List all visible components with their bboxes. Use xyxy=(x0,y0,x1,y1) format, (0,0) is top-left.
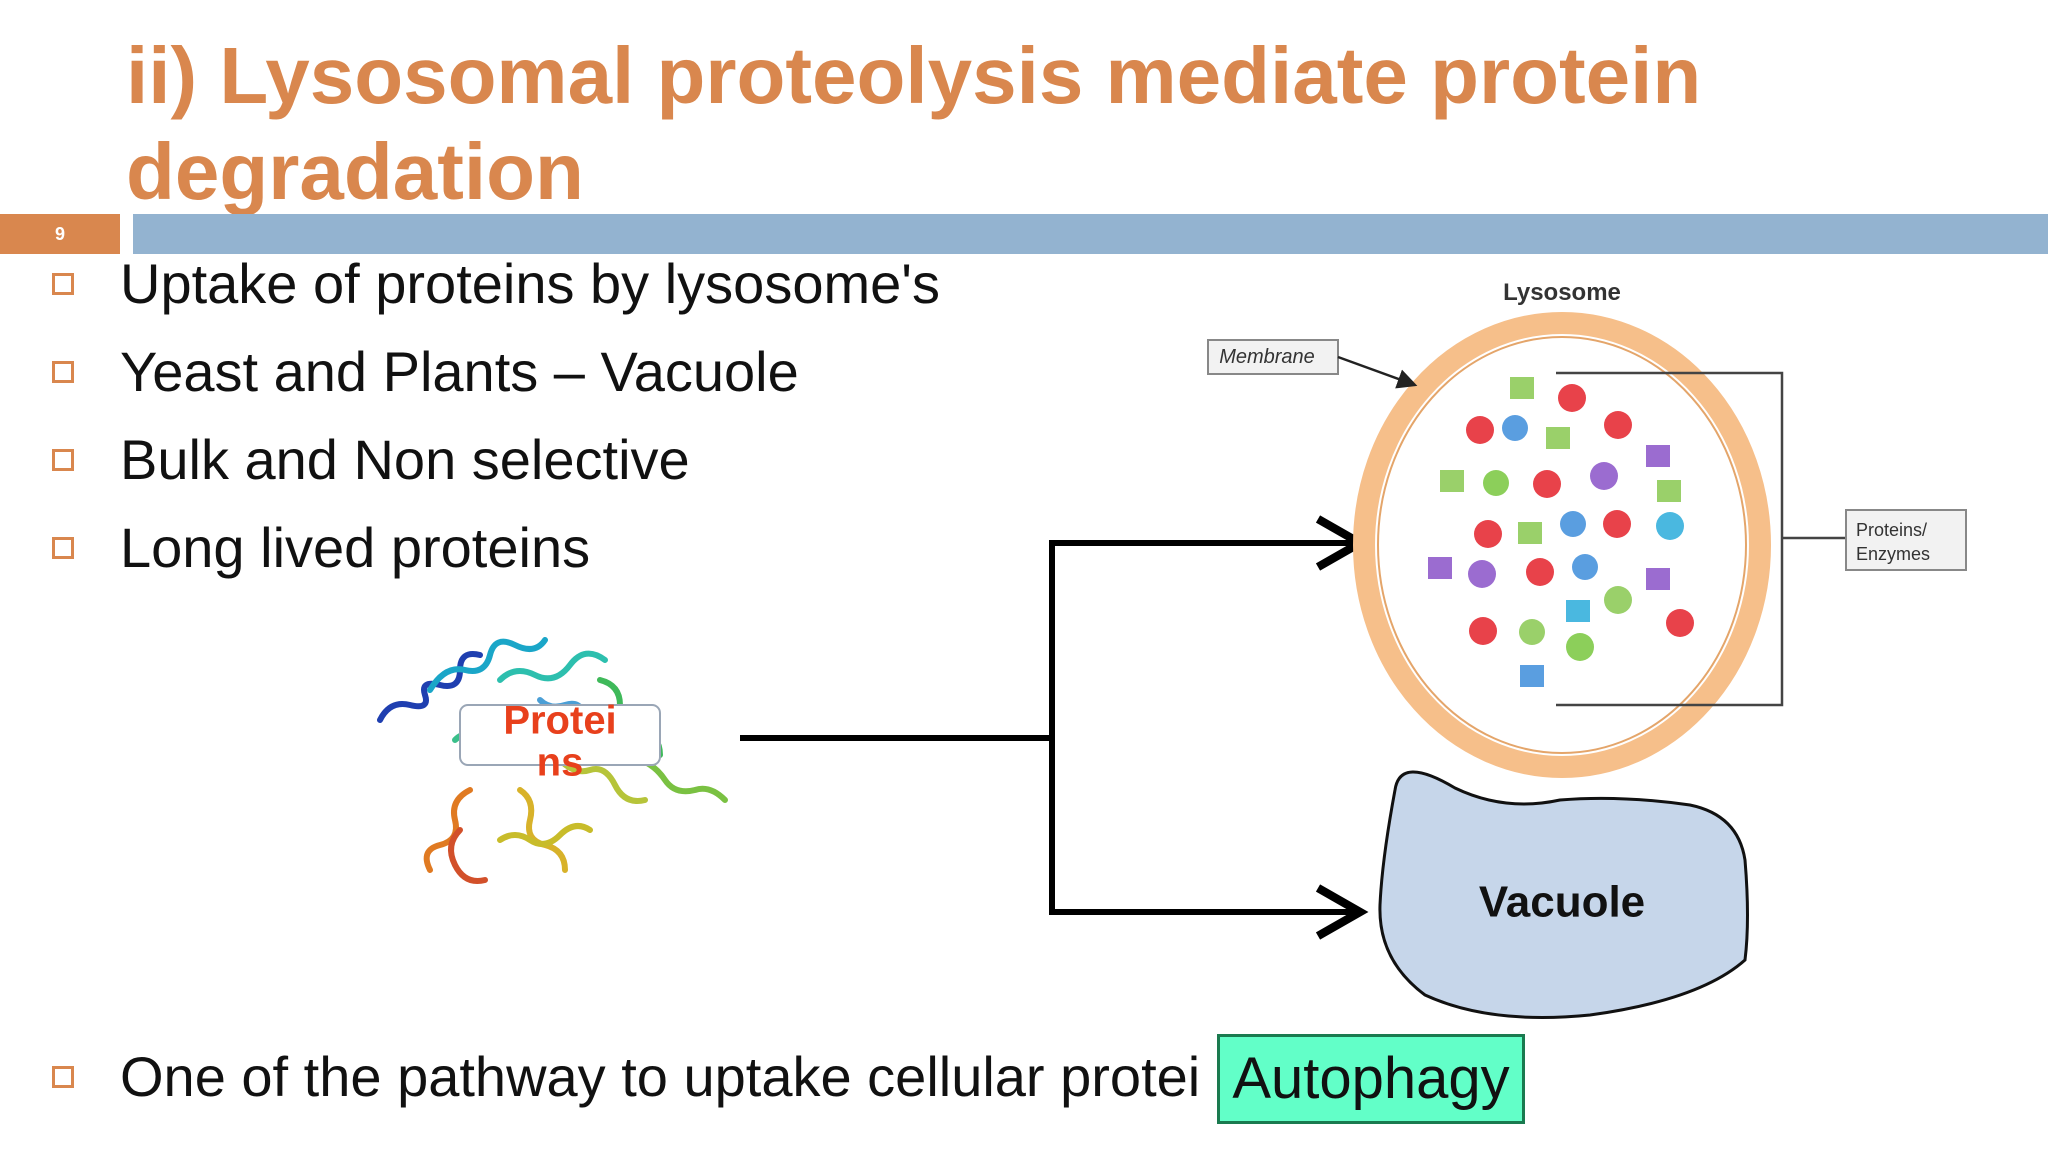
protein-label-line2: ns xyxy=(537,741,584,785)
vacuole-label: Vacuole xyxy=(1479,878,1645,927)
bullet-text: Yeast and Plants – Vacuole xyxy=(120,340,799,403)
title-rule xyxy=(133,214,2048,254)
enzymes-label-box xyxy=(1845,509,1967,571)
lysosome-diagram: Lysosome Membrane Proteins/ Enzymes xyxy=(1207,279,1967,778)
slide-title: ii) Lysosomal proteolysis mediate protei… xyxy=(126,31,1702,216)
membrane-label: Membrane xyxy=(1219,346,1315,368)
membrane-label-box xyxy=(1207,339,1339,375)
checkbox-bullet-icon xyxy=(52,537,74,559)
enzymes-label-line2: Enzymes xyxy=(1856,544,1930,564)
checkbox-bullet-icon xyxy=(52,273,74,295)
bullet-text: Long lived proteins xyxy=(120,516,591,579)
autophagy-highlight: Autophagy xyxy=(1217,1034,1525,1124)
bullet-text: Bulk and Non selective xyxy=(120,428,690,491)
protein-label-box: Protei ns xyxy=(459,699,661,785)
enzymes-label-line1: Proteins/ xyxy=(1856,520,1927,540)
bullet-item: One of the pathway to uptake cellular pr… xyxy=(52,1045,1200,1109)
protein-label-line1: Protei xyxy=(503,699,616,743)
checkbox-bullet-icon xyxy=(52,1066,74,1088)
bullet-item: Uptake of proteins by lysosome's xyxy=(52,252,940,316)
bullet-text: One of the pathway to uptake cellular pr… xyxy=(120,1045,1201,1108)
bullet-text: Uptake of proteins by lysosome's xyxy=(120,252,940,315)
lysosome-contents xyxy=(1428,377,1694,687)
slide-number: 9 xyxy=(0,214,120,254)
checkbox-bullet-icon xyxy=(52,449,74,471)
pathway-arrows xyxy=(740,515,1369,940)
bullet-item: Yeast and Plants – Vacuole xyxy=(52,340,799,404)
vacuole-diagram: Vacuole xyxy=(1378,770,1749,1019)
checkbox-bullet-icon xyxy=(52,361,74,383)
bullet-item: Long lived proteins xyxy=(52,516,590,580)
lysosome-label: Lysosome xyxy=(1503,279,1621,306)
bullet-item: Bulk and Non selective xyxy=(52,428,690,492)
